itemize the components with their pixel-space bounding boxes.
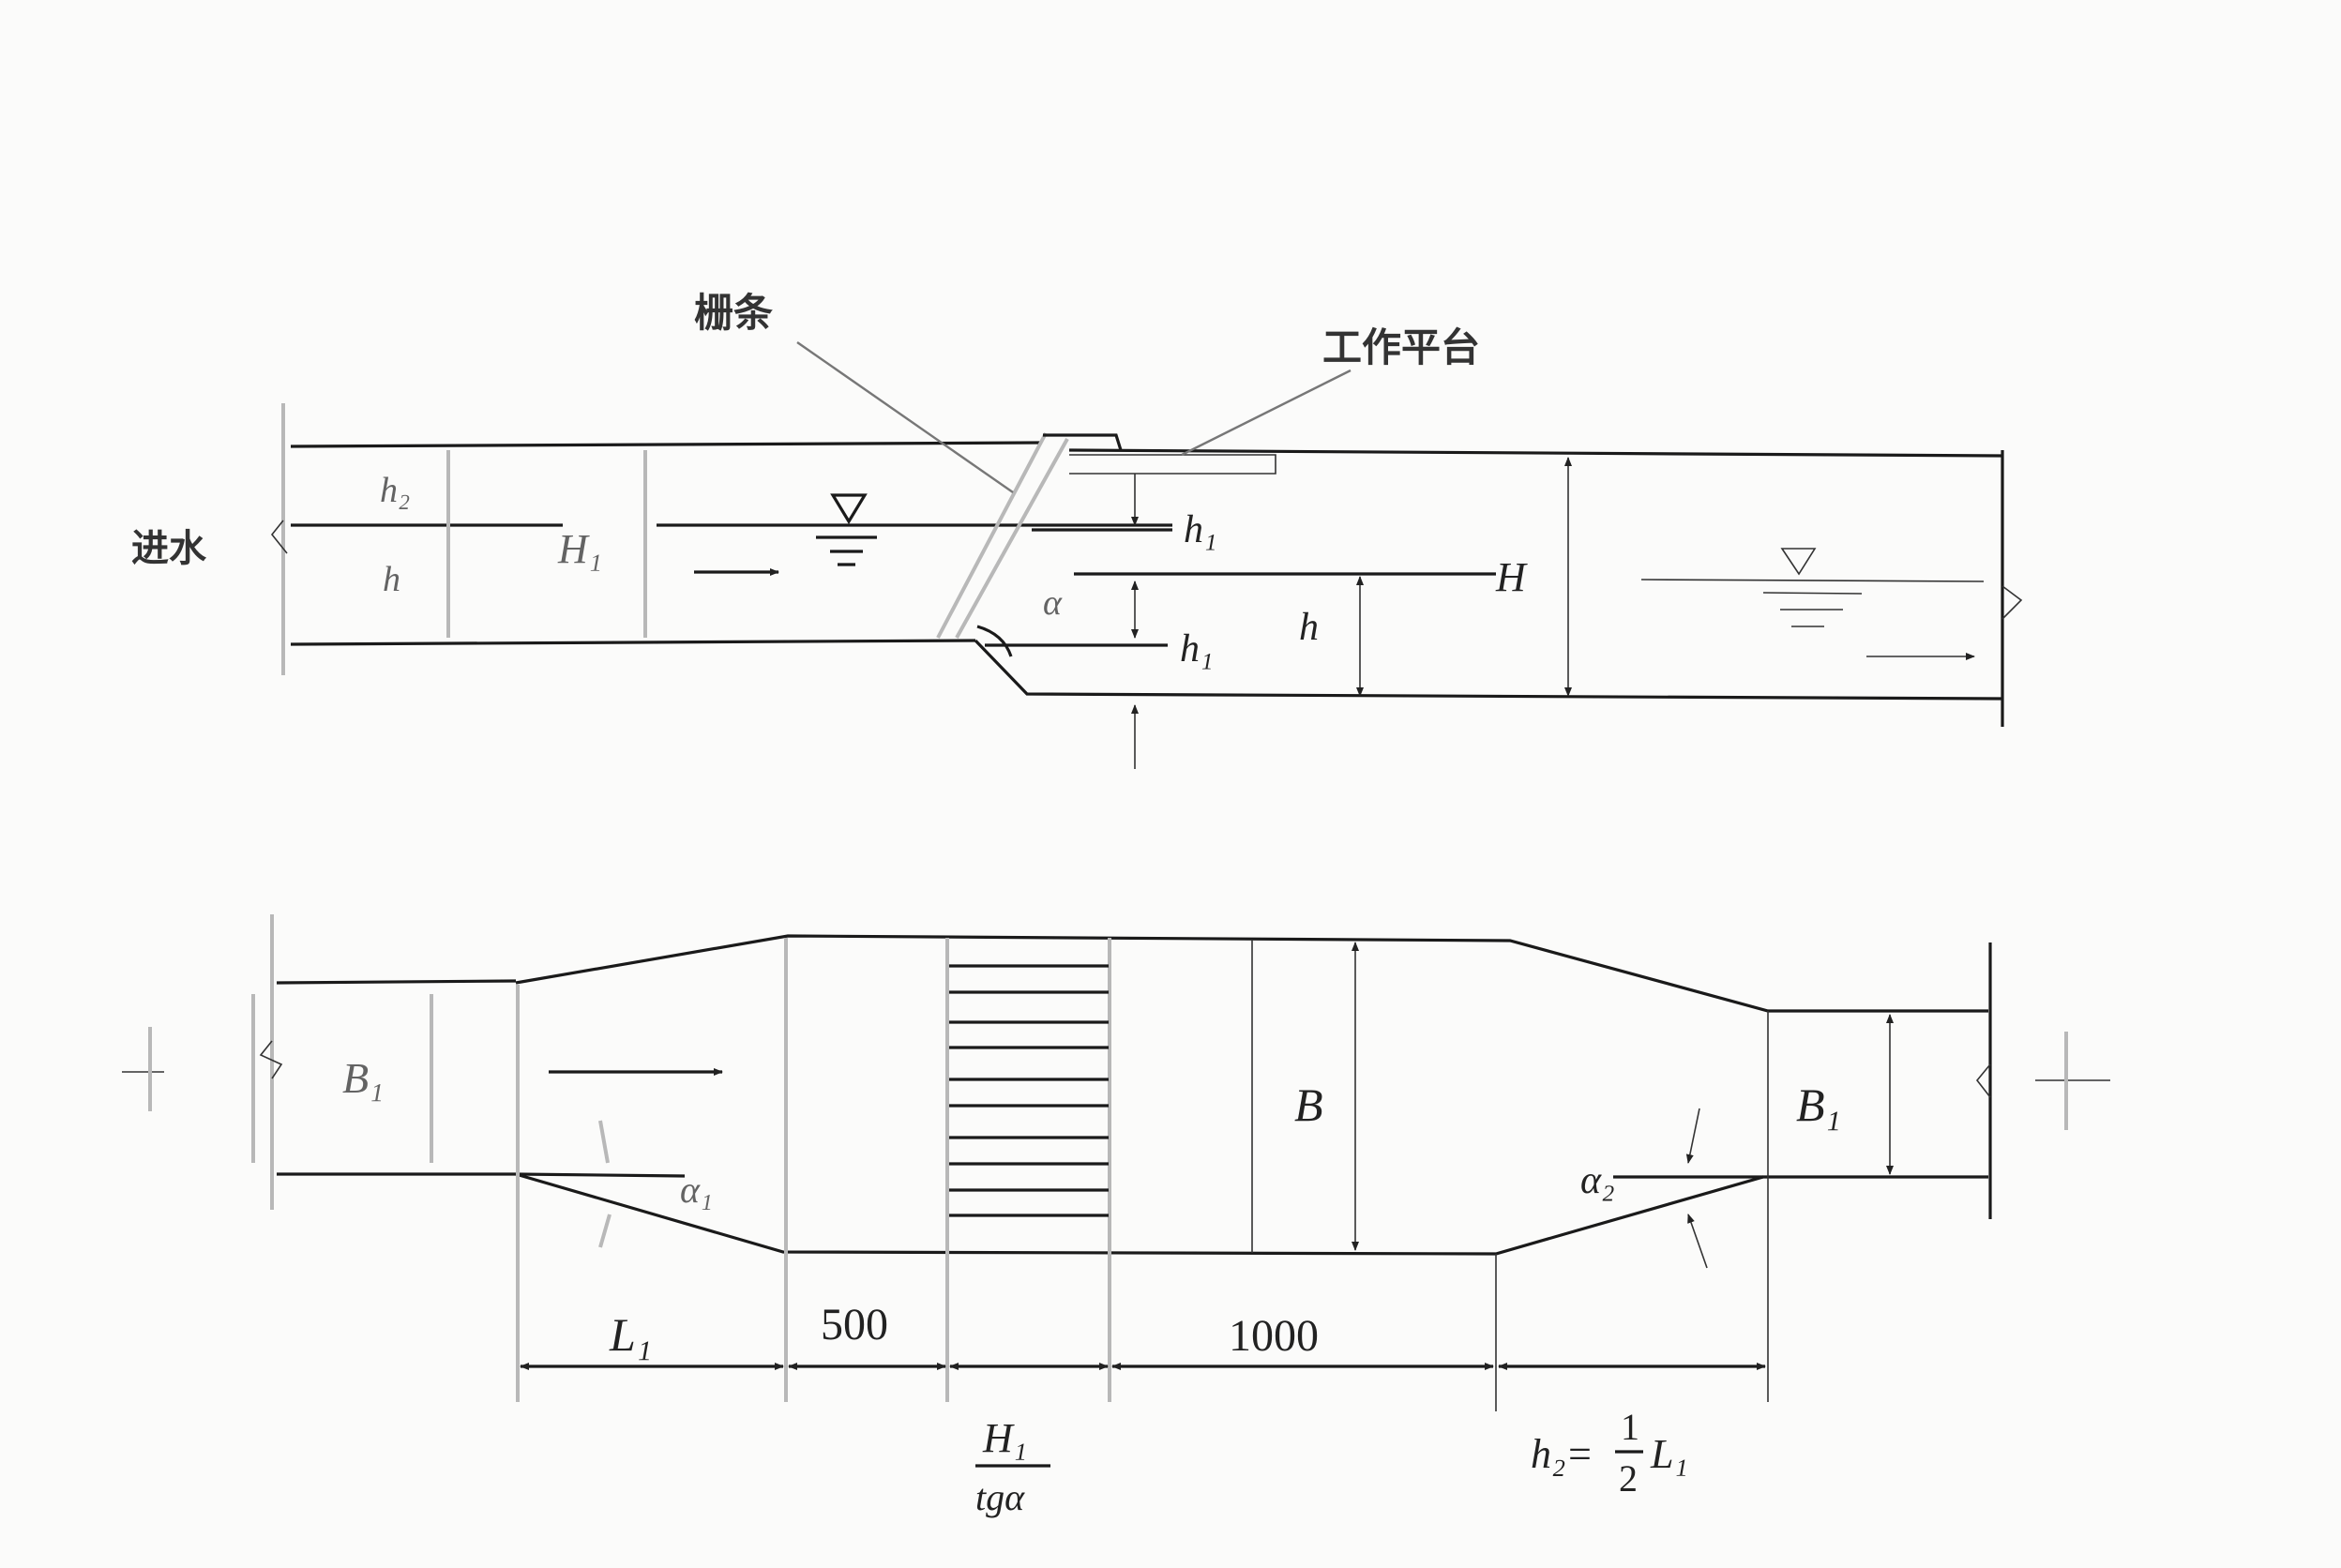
- h2-label: h₂: [380, 471, 410, 510]
- alpha2-label: α₂: [1580, 1159, 1615, 1202]
- channel-bottom-drop: [974, 639, 2003, 701]
- L2-denominator: 2: [1619, 1457, 1638, 1500]
- alpha1-arrow-bottom: [598, 1214, 612, 1248]
- h-label-right: h: [1299, 606, 1319, 649]
- water-level-triangle-right-icon: [1640, 548, 1985, 627]
- L2-prefix: h₂=: [1531, 1431, 1593, 1477]
- upstream-top-line: [290, 441, 1042, 448]
- H1-label: H₁: [557, 526, 602, 572]
- section-view: 进水 栅条 工作平台 h₂ h H₁ h₁ α h₁ H h: [131, 290, 2023, 769]
- L1-dimension-text: L₁: [609, 1308, 652, 1361]
- 1000-dimension-text: 1000: [1229, 1311, 1319, 1361]
- H-label: H: [1495, 554, 1528, 600]
- platform-label: 工作平台: [1322, 324, 1480, 370]
- upstream-bottom-line: [290, 639, 976, 646]
- h1-upper-label: h₁: [1184, 508, 1217, 551]
- 500-dimension-text: 500: [821, 1300, 888, 1349]
- plan-break-right: [1975, 1063, 1991, 1098]
- alpha2-arrow-bottom: [1687, 1214, 1708, 1269]
- work-platform: [1069, 454, 1276, 475]
- screen-bars-plan: [949, 964, 1109, 1217]
- alpha2-arrow-top: [1685, 1108, 1700, 1164]
- alpha-label: α: [1043, 583, 1063, 623]
- L2-suffix: L₁: [1650, 1431, 1688, 1477]
- plan-view: B₁ α₁ B B₁ α₂ L₁ 500 1000 H₁ tgα h₂= 1 2…: [122, 914, 2110, 1518]
- screen-bars: [936, 432, 1123, 639]
- B-label: B: [1294, 1078, 1323, 1131]
- plan-break-left: [259, 1040, 283, 1079]
- alpha1-arrow-top: [598, 1120, 610, 1164]
- bars-leader-line: [796, 341, 1014, 493]
- water-level-triangle-left-icon: [816, 493, 877, 566]
- break-symbol-left: [270, 520, 288, 554]
- B1-right-label: B₁: [1796, 1078, 1841, 1131]
- inflow-label: 进水: [131, 527, 207, 570]
- alpha1-label: α₁: [680, 1168, 713, 1211]
- bars-label: 栅条: [694, 290, 773, 336]
- downstream-top-line: [1068, 448, 2003, 458]
- fraction-numerator: H₁: [982, 1415, 1027, 1461]
- fraction-denominator: tgα: [975, 1476, 1025, 1518]
- break-symbol-right: [2001, 585, 2023, 620]
- B1-left-label: B₁: [342, 1054, 384, 1102]
- h1-lower-label: h₁: [1180, 627, 1214, 671]
- L2-numerator: 1: [1621, 1406, 1639, 1448]
- inlet-top: [276, 979, 517, 985]
- channel-top-outline: [515, 934, 1988, 1013]
- alpha-arc: [976, 625, 1013, 657]
- h-label-left: h: [383, 560, 400, 599]
- platform-leader-line: [1181, 369, 1352, 457]
